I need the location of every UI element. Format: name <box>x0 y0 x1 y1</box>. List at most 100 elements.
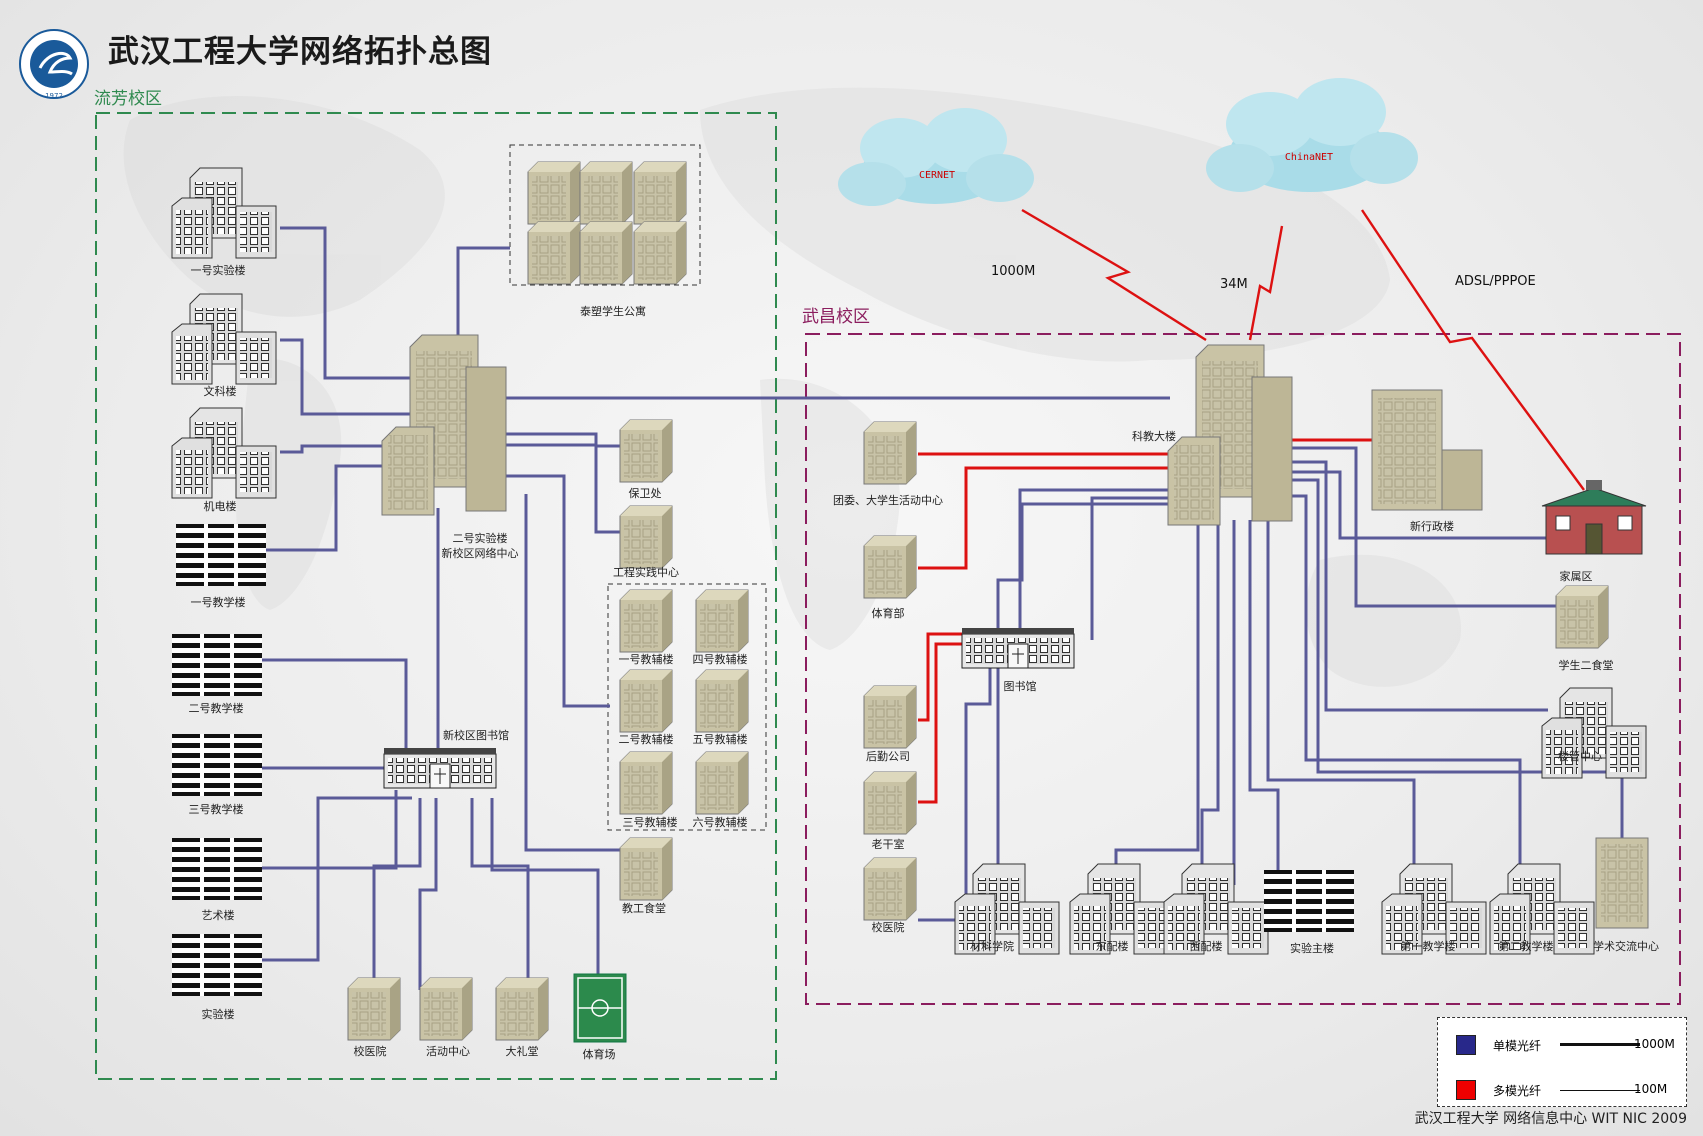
label-dierjiao: 第二教学楼 <box>1498 940 1554 953</box>
legend-row-single: 单模光纤 1000M <box>1438 1035 1686 1055</box>
single-mode-links <box>262 226 1624 990</box>
label-tiyuchang: 体育场 <box>582 1048 616 1061</box>
xueshu-building <box>1595 837 1649 929</box>
legend-label-multi: 多模光纤 <box>1493 1084 1542 1098</box>
liufang-campus-label: 流芳校区 <box>94 89 162 109</box>
baowei-building <box>619 419 673 483</box>
label-shiyan: 实验楼 <box>201 1008 235 1021</box>
label-dongpei: 东配楼 <box>1095 940 1129 953</box>
chinanet-label: ChinaNET <box>1284 152 1334 163</box>
houqin-building <box>863 685 917 749</box>
shitang2-building <box>1555 585 1609 649</box>
label-yishu: 艺术楼 <box>201 909 235 922</box>
bandwidth-adsl: ADSL/PPPOE <box>1455 274 1536 289</box>
label-xinxingzheng: 新行政楼 <box>1410 520 1454 533</box>
label-jidian: 机电楼 <box>203 500 237 513</box>
taisu-building-6 <box>633 221 687 285</box>
label-litang: 大礼堂 <box>505 1045 539 1058</box>
footer-credit: 武汉工程大学 网络信息中心 WIT NIC 2009 <box>1414 1111 1687 1127</box>
litang-building <box>495 977 549 1041</box>
wuchang-core-switch-building <box>1167 344 1293 526</box>
label-baowei: 保卫处 <box>628 487 662 500</box>
library-building <box>961 627 1075 669</box>
label-jiashu: 家属区 <box>1559 570 1593 583</box>
tiyuchang-field <box>573 973 627 1043</box>
label-taisu: 泰塑学生公寓 <box>580 305 646 318</box>
liufang-campus-boundary <box>95 112 777 1080</box>
hosp-lf-building <box>347 977 401 1041</box>
jiashu-house <box>1541 480 1647 555</box>
fu1-building <box>619 589 673 653</box>
multi-mode-links <box>918 438 1372 804</box>
label-wenke: 文科楼 <box>203 385 237 398</box>
cernet-label: CERNET <box>918 170 956 181</box>
jiao3-building <box>172 734 262 796</box>
label-hosp-lf: 校医院 <box>353 1045 387 1058</box>
shiyanzhu-building <box>1264 870 1354 932</box>
taisu-building-4 <box>527 221 581 285</box>
label-fu2: 二号教辅楼 <box>618 733 674 746</box>
fu2-building <box>619 669 673 733</box>
shiyan-building <box>172 934 262 996</box>
liufang-core-switch-building <box>381 334 507 516</box>
label-xipei: 西配楼 <box>1189 940 1223 953</box>
label-jiao1: 一号教学楼 <box>190 596 246 609</box>
label-shitang2: 学生二食堂 <box>1558 659 1614 672</box>
taisu-building-1 <box>527 161 581 225</box>
legend-line-1000 <box>1560 1043 1640 1046</box>
page-title: 武汉工程大学网络拓扑总图 <box>108 34 492 70</box>
legend-line-100 <box>1560 1090 1640 1091</box>
jiao1-building <box>176 524 266 586</box>
taisu-group-box <box>509 144 701 286</box>
fu5-building <box>695 669 749 733</box>
legend-swatch-multi <box>1456 1080 1476 1100</box>
wan-links <box>1021 208 1585 491</box>
label-hosp-wc: 校医院 <box>871 921 905 934</box>
taisu-building-2 <box>579 161 633 225</box>
logo-year: 1972 <box>45 92 63 100</box>
taisu-building-5 <box>579 221 633 285</box>
gongcheng-building <box>619 505 673 569</box>
label-shiyanzhu: 实验主楼 <box>1290 942 1334 955</box>
newlib-building <box>383 747 497 789</box>
label-tiyubu: 体育部 <box>871 607 905 620</box>
taisu-building-3 <box>633 161 687 225</box>
laogan-building <box>863 771 917 835</box>
label-cailiao: 材料学院 <box>970 940 1014 953</box>
fu4-building <box>695 589 749 653</box>
hosp-wc-building <box>863 857 917 921</box>
label-core-liufang: 二号实验楼 <box>452 532 508 545</box>
fu3-building <box>619 751 673 815</box>
label-tuanwei: 团委、大学生活动中心 <box>833 494 943 507</box>
tiyubu-building <box>863 535 917 599</box>
label-fu3: 三号教辅楼 <box>622 816 678 829</box>
tuanwei-building <box>863 421 917 485</box>
wuchang-campus-boundary <box>805 333 1681 1005</box>
legend-box: 单模光纤 1000M 多模光纤 100M <box>1437 1017 1687 1107</box>
label-louguan: 楼管中心 <box>1558 750 1602 763</box>
wuchang-campus-label: 武昌校区 <box>802 307 870 327</box>
label-lab1: 一号实验楼 <box>190 264 246 277</box>
label-kejiao: 科教大楼 <box>1132 430 1176 443</box>
legend-speed-1000: 1000M <box>1634 1037 1675 1051</box>
bandwidth-cernet: 1000M <box>991 264 1036 279</box>
cernet-cloud <box>838 108 1034 206</box>
label-fu6: 六号教辅楼 <box>692 816 748 829</box>
bandwidth-chinanet: 34M <box>1220 277 1248 292</box>
huodong-building <box>419 977 473 1041</box>
label-fu4: 四号教辅楼 <box>692 653 748 666</box>
label-library: 图书馆 <box>1003 680 1037 693</box>
label-xueshu: 学术交流中心 <box>1593 940 1659 953</box>
xinxingzheng-building <box>1371 389 1483 511</box>
label-houqin: 后勤公司 <box>866 750 910 763</box>
label-fu1: 一号教辅楼 <box>618 653 674 666</box>
label-jiao3: 三号教学楼 <box>188 803 244 816</box>
label-jiaogong: 教工食堂 <box>622 902 666 915</box>
label-huodong: 活动中心 <box>426 1045 470 1058</box>
label-fu5: 五号教辅楼 <box>692 733 748 746</box>
label-laogan: 老干室 <box>871 838 905 851</box>
legend-swatch-single <box>1456 1035 1476 1055</box>
chinanet-cloud <box>1206 78 1418 192</box>
label-gongcheng: 工程实践中心 <box>613 566 679 579</box>
